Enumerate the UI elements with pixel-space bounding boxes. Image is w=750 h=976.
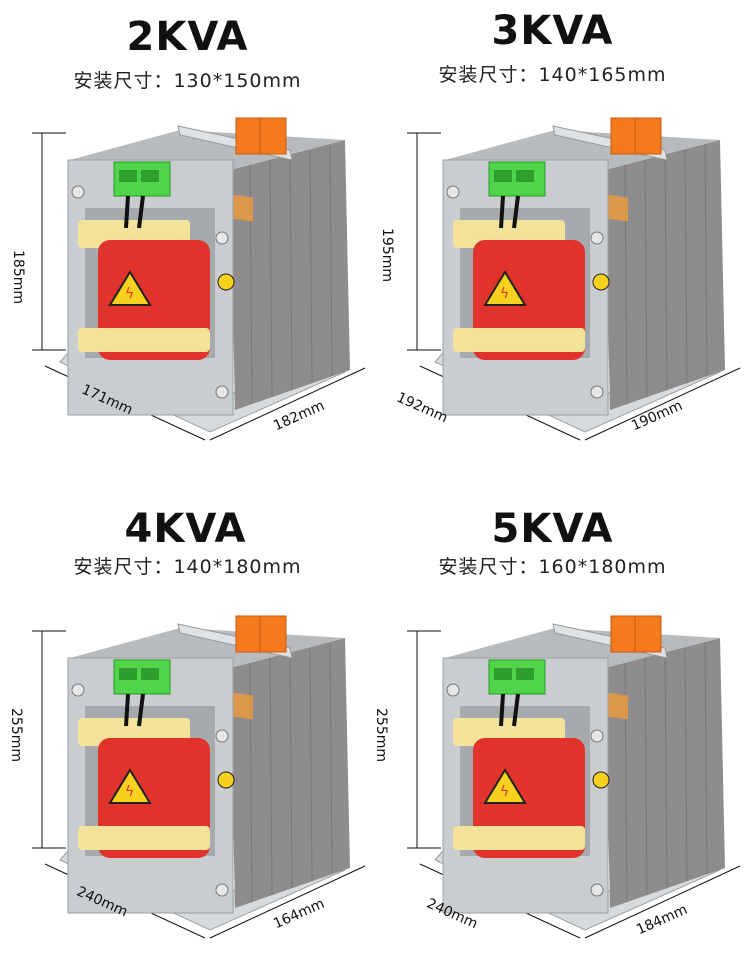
warning-icon (483, 768, 527, 804)
warning-bolt-icon: ϟ (125, 286, 134, 302)
warning-bolt-icon: ϟ (125, 784, 134, 800)
height-label: 195mm (379, 228, 395, 282)
core-stack (230, 140, 350, 410)
warning-icon (108, 768, 152, 804)
product-card-3kva: ϟ 3KVA 安装尺寸：140*165mm 195mm 192mm 190mm (375, 0, 750, 488)
input-terminal-block (488, 161, 546, 197)
install-size: 安装尺寸：130*150mm (73, 70, 302, 92)
warning-icon (108, 270, 152, 306)
product-title: 4KVA (124, 506, 247, 552)
core-laminations (249, 144, 333, 405)
height-dimension-line (32, 132, 66, 351)
core-stack (230, 638, 350, 908)
ground-symbol-icon (592, 273, 610, 291)
bolt-icons (446, 185, 604, 399)
output-terminal-block (235, 615, 287, 653)
warning-bolt-icon: ϟ (500, 286, 509, 302)
input-leads (124, 693, 145, 727)
height-label: 255mm (8, 708, 24, 762)
core-stack (605, 140, 725, 410)
ground-symbol-icon (217, 273, 235, 291)
transformer-image: ϟ (407, 117, 741, 441)
product-card-2kva: ϟ 2KVA 安装尺寸：130*150mm 185mm 171mm 182mm (0, 0, 375, 488)
output-terminal-block (610, 615, 662, 653)
output-terminal-block (235, 117, 287, 155)
height-label: 185mm (10, 250, 26, 304)
insulator-bottom (453, 826, 585, 850)
height-label: 255mm (373, 708, 389, 762)
insulator-bottom (78, 328, 210, 352)
input-terminal-block (113, 161, 171, 197)
install-size: 安装尺寸：160*180mm (438, 556, 667, 578)
input-terminal-block (113, 659, 171, 695)
bolt-icons (71, 185, 229, 399)
input-terminal-block (488, 659, 546, 695)
warning-icon (483, 270, 527, 306)
bolt-icons (446, 683, 604, 897)
core-stack (605, 638, 725, 908)
insulator-bottom (453, 328, 585, 352)
ground-symbol-icon (217, 771, 235, 789)
bolt-icons (71, 683, 229, 897)
height-dimension-line (407, 630, 441, 849)
input-leads (124, 195, 145, 229)
core-laminations (624, 144, 708, 405)
install-size: 安装尺寸：140*165mm (438, 64, 667, 86)
insulator-bottom (78, 826, 210, 850)
output-terminal-block (610, 117, 662, 155)
input-leads (499, 693, 520, 727)
product-title: 5KVA (491, 506, 614, 552)
height-dimension-line (32, 630, 66, 849)
transformer-image: ϟ (32, 615, 366, 939)
input-leads (499, 195, 520, 229)
ground-symbol-icon (592, 771, 610, 789)
product-title: 2KVA (126, 14, 249, 60)
height-dimension-line (407, 132, 441, 351)
product-card-4kva: ϟ 4KVA 安装尺寸：140*180mm 255mm 240mm 164mm (0, 488, 375, 976)
transformer-image: ϟ (407, 615, 741, 939)
product-title: 3KVA (491, 8, 614, 54)
install-size: 安装尺寸：140*180mm (73, 556, 302, 578)
product-card-5kva: ϟ 5KVA 安装尺寸：160*180mm 255mm 240mm 184mm (373, 488, 750, 976)
warning-bolt-icon: ϟ (500, 784, 509, 800)
transformer-image: ϟ (32, 117, 366, 441)
